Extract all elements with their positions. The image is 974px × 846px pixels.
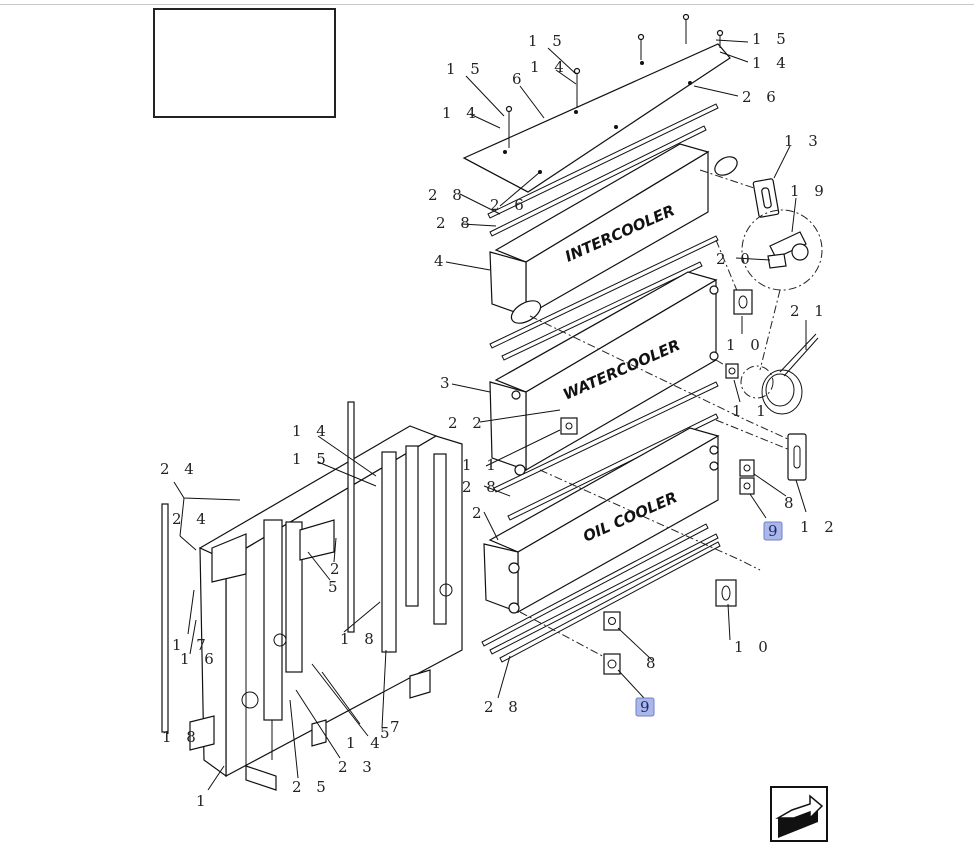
top-cover-plate bbox=[462, 43, 731, 193]
callout-3: 3 bbox=[440, 374, 455, 392]
callout-23: 2 3 bbox=[338, 758, 377, 776]
callout-8: 8 bbox=[784, 494, 799, 512]
callout-14: 1 4 bbox=[442, 104, 481, 122]
callout-28: 2 8 bbox=[484, 698, 523, 716]
seal-strips-mid bbox=[489, 235, 719, 361]
callout-10: 1 0 bbox=[734, 638, 773, 656]
callout-17: 1 7 bbox=[172, 636, 211, 654]
callout-15: 1 5 bbox=[528, 32, 567, 50]
callout-4: 4 bbox=[434, 252, 449, 270]
callout-26: 2 6 bbox=[490, 196, 529, 214]
callout-28: 2 8 bbox=[462, 478, 501, 496]
callout-5: 5 bbox=[328, 578, 343, 596]
seal-strips-bottom bbox=[481, 523, 721, 663]
next-page-button[interactable] bbox=[770, 786, 828, 842]
callout-28: 2 8 bbox=[428, 186, 467, 204]
screws-top bbox=[505, 13, 724, 148]
callout-6: 6 bbox=[512, 70, 527, 88]
callout-15: 1 5 bbox=[292, 450, 331, 468]
callout-18: 1 8 bbox=[162, 728, 201, 746]
callout-14: 1 4 bbox=[346, 734, 385, 752]
callout-2: 2 bbox=[472, 504, 487, 522]
next-page-arrow-icon bbox=[775, 794, 824, 838]
callout-5: 5 bbox=[380, 724, 395, 742]
callout-2: 2 bbox=[330, 560, 345, 578]
callout-9: 9 bbox=[768, 522, 778, 540]
callout-10: 1 0 bbox=[726, 336, 765, 354]
callout-14: 1 4 bbox=[752, 54, 791, 72]
callout-11: 1 1 bbox=[462, 456, 501, 474]
callout-7: 7 bbox=[390, 718, 405, 736]
callout-28: 2 8 bbox=[436, 214, 475, 232]
callout-9: 9 bbox=[640, 698, 650, 716]
callout-25: 2 5 bbox=[292, 778, 331, 796]
washers bbox=[560, 178, 807, 675]
callout-18: 1 8 bbox=[340, 630, 379, 648]
callout-1: 1 bbox=[196, 792, 211, 810]
callout-9-link[interactable]: 9 bbox=[763, 521, 783, 541]
oil-cooler: OIL COOLER bbox=[483, 427, 720, 614]
callout-20: 2 0 bbox=[716, 250, 755, 268]
side-seal-strips bbox=[161, 401, 355, 733]
seal-strips-lower bbox=[493, 381, 719, 521]
radiator-frame bbox=[189, 425, 463, 791]
seal-strips-upper bbox=[487, 103, 719, 237]
callout-24: 2 4 bbox=[172, 510, 211, 528]
callout-15: 1 5 bbox=[446, 60, 485, 78]
callout-19: 1 9 bbox=[790, 182, 829, 200]
callout-9-link[interactable]: 9 bbox=[635, 697, 655, 717]
callout-8: 8 bbox=[646, 654, 661, 672]
valve-detail bbox=[740, 209, 823, 415]
callout-14: 1 4 bbox=[292, 422, 331, 440]
callout-12: 1 2 bbox=[800, 518, 839, 536]
callout-16: 1 6 bbox=[180, 650, 219, 668]
callout-15: 1 5 bbox=[752, 30, 791, 48]
callout-24: 2 4 bbox=[160, 460, 199, 478]
top-rule bbox=[0, 4, 974, 5]
callout-22: 2 2 bbox=[448, 414, 487, 432]
callout-13: 1 3 bbox=[784, 132, 823, 150]
blank-title-box bbox=[153, 8, 336, 118]
callout-14: 1 4 bbox=[530, 58, 569, 76]
callout-26: 2 6 bbox=[742, 88, 781, 106]
leader-lines bbox=[167, 39, 807, 791]
callout-21: 2 1 bbox=[790, 302, 829, 320]
callout-11: 1 1 bbox=[732, 402, 771, 420]
callout-numbers: 1 5 1 5 1 5 1 4 1 4 1 4 6 2 6 2 6 1 3 1 … bbox=[160, 30, 839, 810]
